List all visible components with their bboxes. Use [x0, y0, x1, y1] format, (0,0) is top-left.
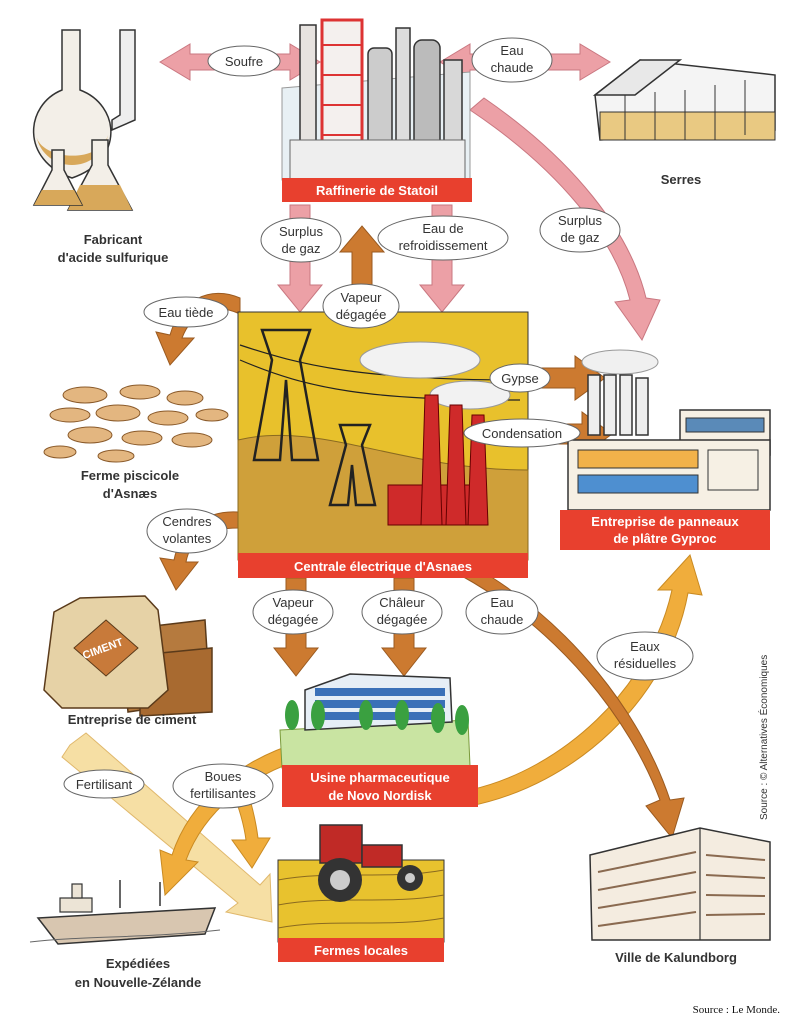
flow-arrow-surplus-gaz-gyproc [469, 97, 661, 342]
svg-text:Eau: Eau [490, 595, 513, 610]
greenhouse-illustration [592, 59, 776, 141]
farms-label: Fermes locales [314, 943, 408, 958]
svg-text:de gaz: de gaz [560, 230, 599, 245]
svg-text:Vapeur: Vapeur [341, 290, 383, 305]
flow-label-vapeur-refinery: Vapeur dégagée [322, 283, 400, 329]
flow-label-surplus-gaz-power: Surplus de gaz [260, 217, 342, 263]
power-station-label-box [238, 553, 528, 578]
svg-text:Condensation: Condensation [482, 426, 562, 441]
flow-label-cendres: Cendres volantes [146, 508, 228, 554]
gyproc-label-box [560, 510, 770, 550]
flow-label-condensation: Condensation [463, 418, 581, 448]
pharma-label-2: de Novo Nordisk [328, 788, 432, 803]
flow-label-refroidissement: Eau de refroidissement [377, 215, 509, 261]
power-station-label: Centrale électrique d'Asnaes [294, 559, 472, 574]
bottom-credit: Source : Le Monde. [693, 1004, 781, 1016]
svg-text:fertilisantes: fertilisantes [190, 786, 256, 801]
flow-label-eau-chaude-serres: Eau chaude [471, 37, 553, 83]
farms-label-box [278, 938, 444, 962]
flow-arrow-eaux-residuelles [469, 554, 703, 807]
fish-farm-label-1: Ferme piscicole [81, 468, 179, 483]
flow-label-eaux-residuelles: Eaux résiduelles [596, 631, 694, 681]
svg-text:Boues: Boues [205, 769, 242, 784]
svg-text:Eau de: Eau de [422, 221, 463, 236]
svg-text:Soufre: Soufre [225, 54, 263, 69]
svg-text:Surplus: Surplus [558, 213, 603, 228]
flow-label-boues: Boues fertilisantes [172, 763, 274, 809]
sulfuric-acid-label-1: Fabricant [84, 232, 143, 247]
sulfuric-acid-label-2: d'acide sulfurique [58, 250, 169, 265]
city-label: Ville de Kalundborg [615, 950, 737, 965]
svg-text:dégagée: dégagée [268, 612, 319, 627]
svg-text:volantes: volantes [163, 531, 212, 546]
svg-text:chaude: chaude [481, 612, 524, 627]
svg-text:Eau tiède: Eau tiède [159, 305, 214, 320]
svg-text:Cendres: Cendres [162, 514, 212, 529]
svg-text:chaude: chaude [491, 60, 534, 75]
fish-farm-label-2: d'Asnæs [103, 486, 157, 501]
pharma-label-box [282, 765, 478, 807]
svg-text:Eaux: Eaux [630, 639, 660, 654]
svg-text:Surplus: Surplus [279, 224, 324, 239]
svg-text:Vapeur: Vapeur [273, 595, 315, 610]
city-illustration [589, 827, 771, 941]
flow-label-surplus-gaz-gyproc: Surplus de gaz [539, 207, 621, 253]
nz-label-2: en Nouvelle-Zélande [75, 975, 201, 990]
svg-text:Châleur: Châleur [379, 595, 425, 610]
svg-text:Gypse: Gypse [501, 371, 539, 386]
pharma-factory-illustration [279, 673, 471, 769]
svg-text:dégagée: dégagée [377, 612, 428, 627]
refinery-label: Raffinerie de Statoil [316, 183, 438, 198]
svg-text:refroidissement: refroidissement [399, 238, 488, 253]
greenhouse-label: Serres [661, 172, 701, 187]
flow-label-eau-chaude-city: Eau chaude [465, 589, 539, 635]
side-credit: Source : © Alternatives Économiques [757, 655, 770, 820]
svg-text:dégagée: dégagée [336, 307, 387, 322]
farm-illustration [277, 824, 445, 943]
pharma-label-1: Usine pharmaceutique [310, 770, 449, 785]
refinery-label-box [282, 178, 472, 202]
power-station-illustration [237, 311, 529, 561]
nz-label-1: Expédiées [106, 956, 170, 971]
ship-illustration [29, 880, 221, 945]
flow-label-chaleur: Châleur dégagée [361, 589, 443, 635]
gyproc-factory-illustration [567, 349, 771, 511]
gyproc-label-2: de plâtre Gyproc [613, 531, 716, 546]
flow-label-vapeur-pharma: Vapeur dégagée [252, 589, 334, 635]
cement-label: Entreprise de ciment [68, 712, 197, 727]
sulfuric-acid-illustration [32, 29, 136, 211]
svg-text:Fertilisant: Fertilisant [76, 777, 133, 792]
flow-arrow-eau-chaude-city [459, 563, 685, 840]
flow-label-eau-tiede: Eau tiède [143, 296, 229, 328]
flow-label-fertilisant: Fertilisant [63, 769, 145, 799]
flow-label-gypse: Gypse [489, 363, 551, 393]
cement-illustration [43, 595, 213, 717]
svg-text:résiduelles: résiduelles [614, 656, 677, 671]
refinery-illustration [281, 18, 471, 182]
gyproc-label-1: Entreprise de panneaux [591, 514, 739, 529]
svg-text:Eau: Eau [500, 43, 523, 58]
svg-text:de gaz: de gaz [281, 241, 320, 256]
flow-label-soufre: Soufre [207, 45, 281, 77]
fish-farm-illustration [43, 384, 229, 463]
